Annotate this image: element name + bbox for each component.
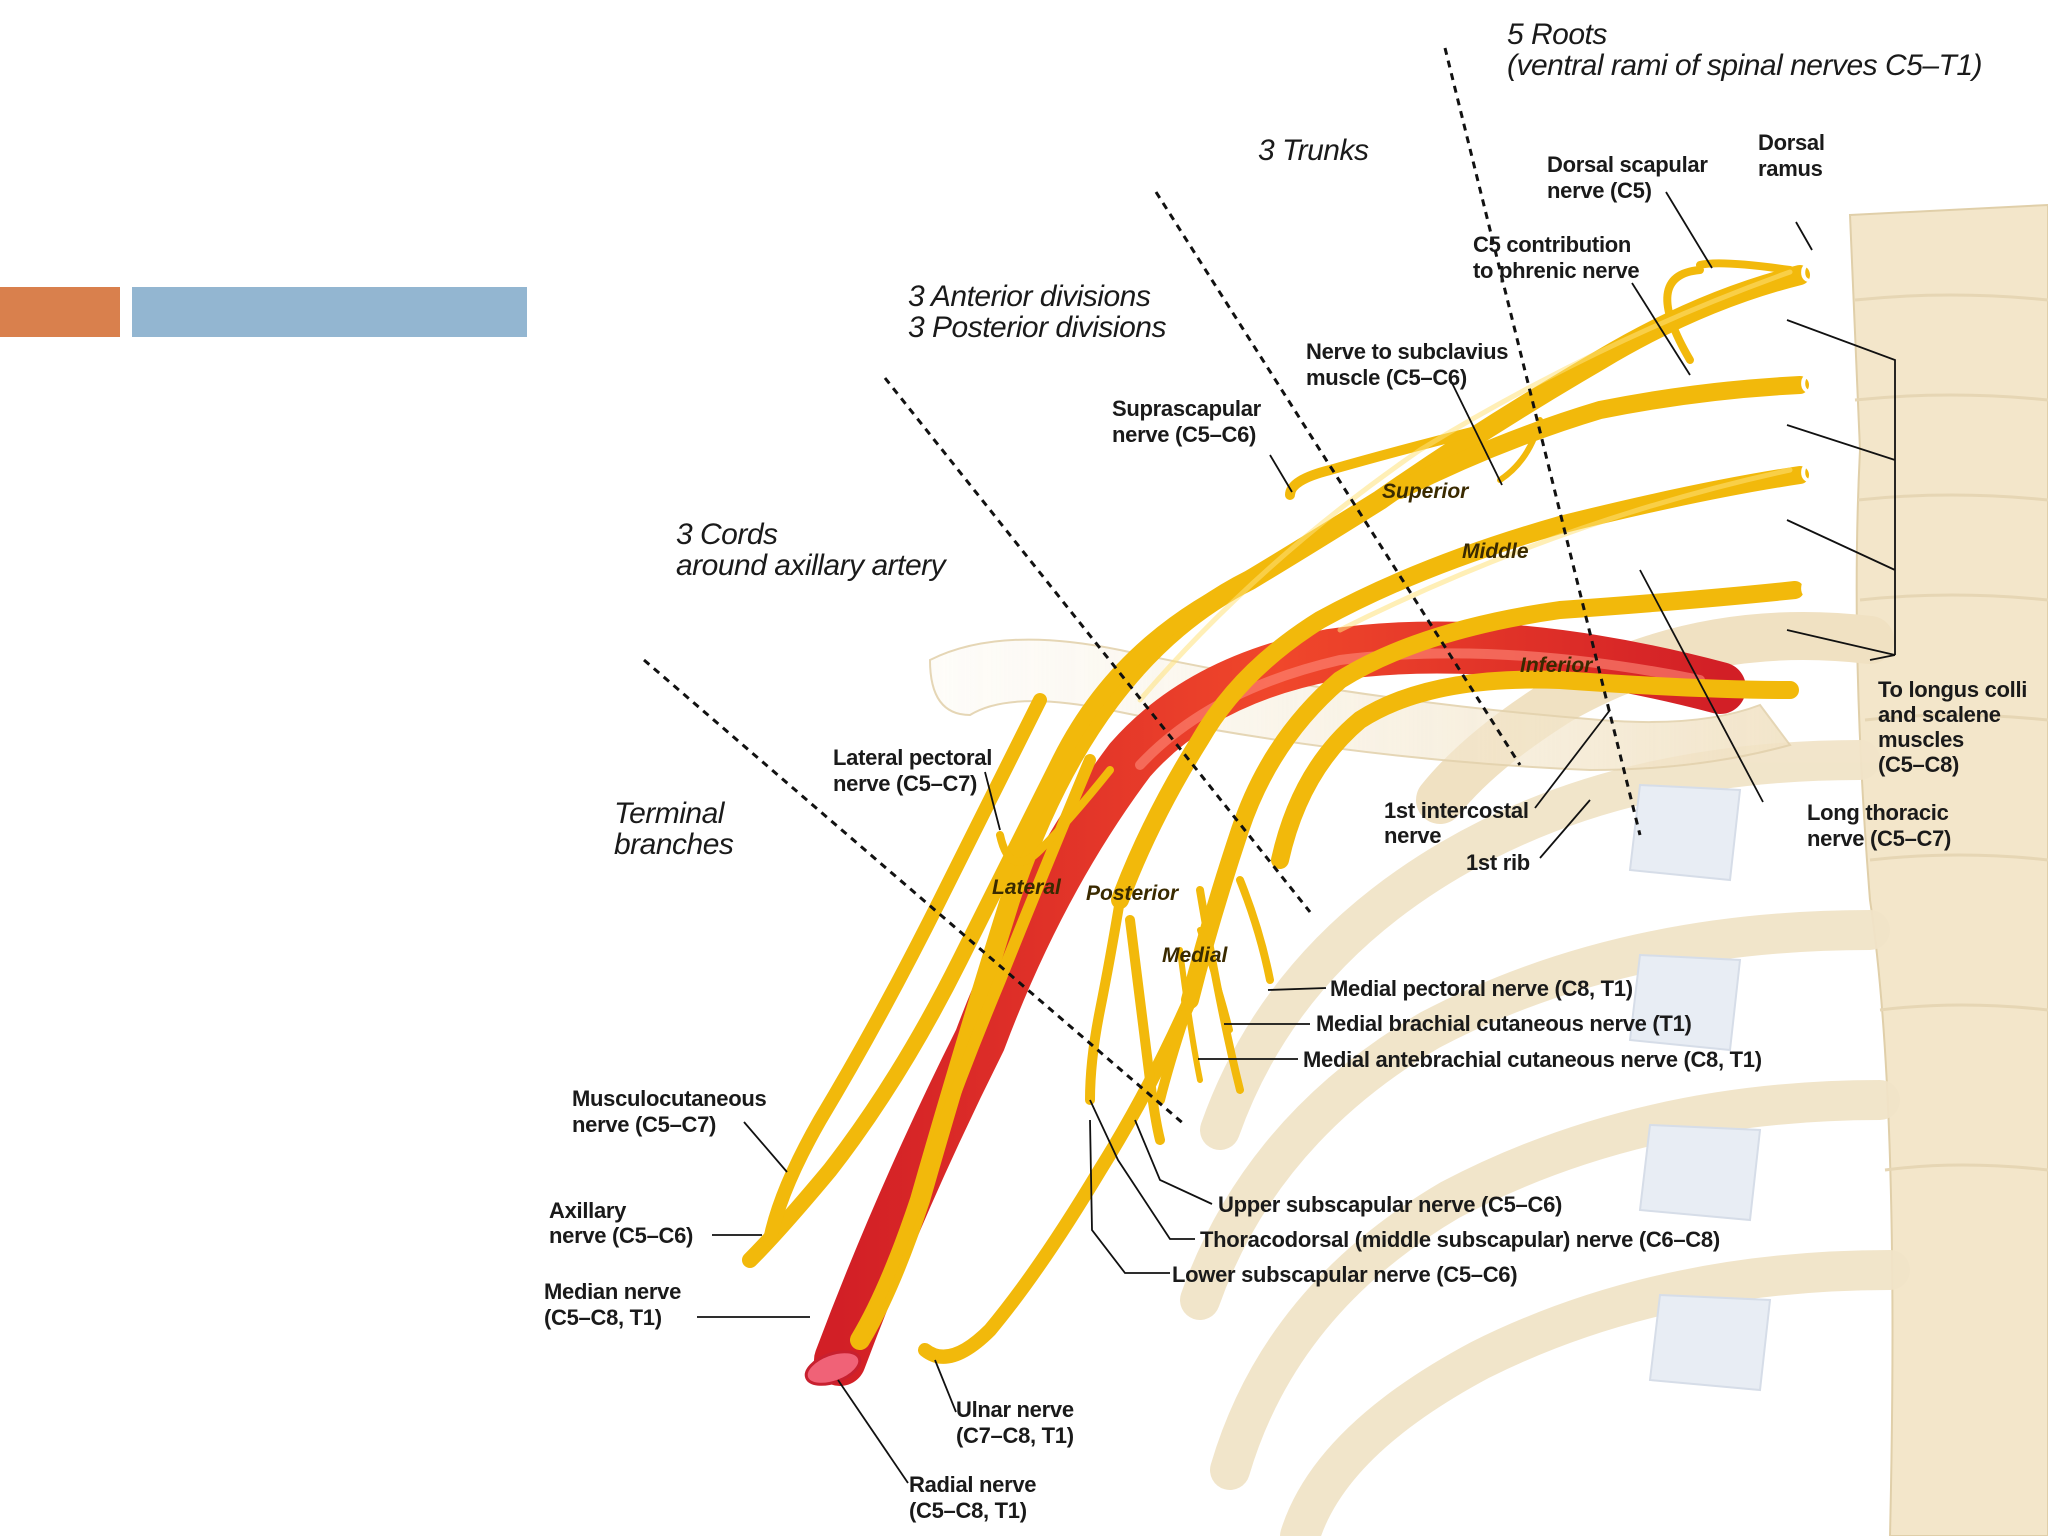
label-thoracodorsal: Thoracodorsal (middle subscapular) nerve… [1200,1227,1720,1252]
trunk-label-superior: Superior [1382,480,1470,503]
root-label-c8: C8 [1800,573,1836,604]
divider-trunks [1154,191,1522,766]
label-median-1: Median nerve [544,1279,681,1304]
cord-label-medial: Medial [1162,944,1229,967]
label-upper-subscapular: Upper subscapular nerve (C5–C6) [1218,1192,1562,1217]
label-suprascapular-2: nerve (C5–C6) [1112,422,1256,447]
label-dorsal-ramus-1: Dorsal [1758,130,1825,155]
label-subclavius-1: Nerve to subclavius [1306,339,1508,364]
label-musculocutaneous-2: nerve (C5–C7) [572,1112,716,1137]
heading-cords-sub: around axillary artery [676,549,948,582]
label-ulnar-2: (C7–C8, T1) [956,1423,1074,1448]
heading-cords: 3 Cords [676,518,778,551]
heading-terminal: Terminal [614,797,726,830]
label-longus-1: To longus colli [1878,677,2027,702]
label-medial-antebrachial: Medial antebrachial cutaneous nerve (C8,… [1303,1047,1762,1072]
divider-divisions [883,377,1312,913]
label-phrenic-2: to phrenic nerve [1473,258,1639,283]
label-long-thoracic-1: Long thoracic [1807,800,1949,825]
label-subclavius-2: muscle (C5–C6) [1306,365,1467,390]
cord-label-posterior: Posterior [1086,882,1180,905]
nerve-labels: Dorsal ramus Dorsal scapular nerve (C5) … [544,130,2027,1523]
label-suprascapular-1: Suprascapular [1112,396,1262,421]
label-phrenic-1: C5 contribution [1473,232,1631,257]
label-dorsal-scapular-2: nerve (C5) [1547,178,1652,203]
divider-roots [1443,47,1642,836]
label-median-2: (C5–C8, T1) [544,1305,662,1330]
label-musculocutaneous-1: Musculocutaneous [572,1086,767,1111]
heading-roots: 5 Roots [1507,18,1607,51]
label-ulnar-1: Ulnar nerve [956,1397,1074,1422]
rib-cartilage [1628,783,1772,1392]
skeleton-background [928,203,2048,1536]
label-lower-subscapular: Lower subscapular nerve (C5–C6) [1172,1262,1517,1287]
label-axillary-2: nerve (C5–C6) [549,1223,693,1248]
label-longus-2: and scalene [1878,702,2001,727]
root-labels: C5 C6 C7 C8 T1 [1800,257,1836,709]
vertebral-column [1848,203,2048,1536]
label-axillary-1: Axillary [549,1198,627,1223]
label-longus-4: (C5–C8) [1878,752,1959,777]
label-medial-pectoral: Medial pectoral nerve (C8, T1) [1330,976,1633,1001]
heading-roots-sub: (ventral rami of spinal nerves C5–T1) [1507,49,1982,82]
cord-label-lateral: Lateral [992,876,1062,899]
accent-bar-blue [132,287,527,337]
label-radial-2: (C5–C8, T1) [909,1498,1027,1523]
heading-posterior-divisions: 3 Posterior divisions [908,311,1166,344]
heading-branches: branches [614,828,734,861]
label-dorsal-ramus-2: ramus [1758,156,1823,181]
pointer-lines [697,191,1896,1484]
label-longus-3: muscles [1878,727,1964,752]
label-medial-brachial: Medial brachial cutaneous nerve (T1) [1316,1011,1692,1036]
label-intercostal-2: nerve [1384,823,1441,848]
label-intercostal-1: 1st intercostal [1384,798,1529,823]
trunk-label-middle: Middle [1462,540,1529,563]
heading-anterior-divisions: 3 Anterior divisions [908,280,1151,313]
root-label-c7: C7 [1800,457,1836,488]
label-first-rib: 1st rib [1466,850,1530,875]
trunk-label-inferior: Inferior [1520,654,1594,677]
root-label-c5: C5 [1800,257,1836,288]
section-headings: 5 Roots (ventral rami of spinal nerves C… [614,18,1983,861]
accent-bar-orange [0,287,120,337]
label-lateral-pectoral-1: Lateral pectoral [833,745,992,770]
section-dividers [643,47,1642,1127]
root-label-c6: C6 [1800,368,1836,399]
label-radial-1: Radial nerve [909,1472,1036,1497]
heading-trunks: 3 Trunks [1258,134,1369,167]
label-dorsal-scapular-1: Dorsal scapular [1547,152,1708,177]
divider-cords [643,658,1186,1127]
label-lateral-pectoral-2: nerve (C5–C7) [833,771,977,796]
vertebra-discs [1854,293,2048,1172]
rib-cage [1180,740,1910,1536]
root-label-t1: T1 [1800,678,1833,709]
label-long-thoracic-2: nerve (C5–C7) [1807,826,1951,851]
